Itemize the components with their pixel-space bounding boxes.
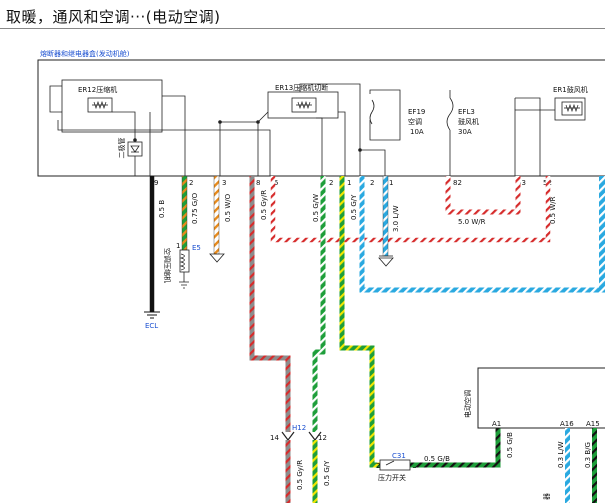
pin-2a: 2 — [189, 179, 193, 187]
compressor-connector: E5 — [192, 244, 201, 252]
c31-desc: 压力开关 — [378, 473, 406, 482]
fuse-efl3-desc: 鼓风机 — [458, 117, 479, 126]
fuse-efl3-icon — [446, 97, 454, 131]
wire-5-0-w-r — [445, 176, 521, 215]
wire-0-3-b-g — [592, 428, 597, 503]
relay-er12-coil — [87, 97, 113, 113]
wire-label-3-0-l-w: 3.0 L/W — [392, 205, 400, 232]
ground-icon-2 — [378, 257, 394, 267]
wire-label-a16: 0.3 L/W — [557, 441, 565, 468]
wire-0-5-g-y — [339, 176, 380, 468]
c31-label: C31 — [392, 452, 406, 460]
relay-er12-label: ER12压缩机 — [78, 85, 117, 94]
partial-label: 器 — [543, 493, 551, 500]
fuse-ef19-name: EF19 — [408, 108, 425, 116]
ground-ecl: ECL — [144, 311, 160, 330]
ac-module-pin-a16: A16 — [560, 420, 574, 428]
relay-er13: ER13压缩机切断 — [267, 83, 339, 119]
pin-2c: 2 — [370, 179, 374, 187]
page-title: 取暖，通风和空调···(电动空调) — [6, 8, 221, 26]
wire-label-c31: 0.5 G/B — [424, 455, 450, 463]
pin-2b: 2 — [329, 179, 333, 187]
pin-9: 9 — [154, 179, 158, 187]
connector-h12: H12 14 12 — [270, 424, 327, 442]
fuse-ef19-icon — [369, 99, 375, 125]
pin-53: 53 — [517, 179, 526, 187]
ac-module-label: 电动空调 — [463, 390, 472, 418]
relay-er12: ER12压缩机 — [61, 79, 163, 133]
wire-label-0-5-gy-r: 0.5 Gy/R — [260, 190, 268, 220]
diode-icon — [130, 145, 140, 153]
pin-8: 8 — [256, 179, 260, 187]
fuse-box-title: 熔断器和继电器盒(发动机舱) — [40, 49, 130, 58]
fuse-efl3: EFL3 鼓风机 30A — [446, 97, 479, 136]
ac-module-pin-a15: A15 — [586, 420, 600, 428]
wire-label-12: 0.5 G/Y — [323, 460, 331, 486]
ground-icon — [209, 253, 225, 263]
wire-label-0-75-g-o: 0.75 G/O — [191, 192, 199, 224]
wire-l-w-to-blower — [359, 176, 605, 293]
pin-82: 82 — [453, 179, 462, 187]
ac-module-pin-a1: A1 — [492, 420, 501, 428]
pin-5: 5 — [274, 179, 278, 187]
compressor-e5: 1 E5 空调压缩机 — [163, 242, 201, 289]
fuse-efl3-name: EFL3 — [458, 108, 475, 116]
wire-label-a1: 0.5 G/B — [506, 432, 514, 458]
compressor-label: 空调压缩机 — [163, 248, 172, 283]
relay-er13-label: ER13压缩机切断 — [275, 83, 328, 92]
title-divider — [0, 28, 605, 29]
ac-module: 电动空调 A1 A16 A15 — [463, 367, 605, 429]
relay-er1-label: ER1鼓风机 — [553, 85, 588, 94]
fuse-efl3-amp: 30A — [458, 128, 472, 136]
fuse-ef19-amp: 10A — [410, 128, 424, 136]
connector-h12-pin12: 12 — [318, 434, 327, 442]
connector-h12-label: H12 — [292, 424, 306, 432]
pin-3: 3 — [222, 179, 226, 187]
relay-er13-coil — [291, 97, 317, 113]
ground-ecl-label: ECL — [145, 322, 158, 330]
wire-0-5-g-w — [312, 176, 326, 432]
diode: 二极管 — [117, 138, 143, 159]
c31-pin2: 2 — [376, 462, 380, 470]
wire-label-a15: 0.3 B/G — [584, 442, 592, 468]
wire-0-75-g-o — [181, 175, 188, 251]
compressor-pin-1: 1 — [176, 242, 180, 250]
pin-1b: 1 — [389, 179, 393, 187]
wire-0-3-l-w — [565, 428, 570, 503]
connector-h12-pin14: 14 — [270, 434, 279, 442]
wire-0-5-w-o — [213, 175, 220, 255]
wire-0-5-gy-r — [249, 176, 291, 432]
wire-label-0-5-w-o: 0.5 W/O — [224, 193, 232, 222]
pin-1a: 1 — [347, 179, 351, 187]
fuse-ef19-desc: 空调 — [408, 117, 422, 126]
wire-3-0-l-w — [382, 175, 389, 257]
wire-label-14: 0.5 Gy/R — [296, 460, 304, 490]
wire-label-0-5-g-y: 0.5 G/Y — [350, 194, 358, 220]
compressor-clutch-icon — [179, 253, 185, 271]
relay-er1-coil — [561, 101, 583, 116]
wire-0-5-g-b — [410, 428, 501, 468]
fuse-ef19: EF19 空调 10A — [369, 89, 425, 141]
wire-right-edge — [599, 176, 605, 290]
wire-label-5-0-w-r: 5.0 W/R — [458, 218, 486, 226]
wire-bus-w-r — [270, 176, 551, 243]
wire-label-0-5-b: 0.5 B — [158, 200, 166, 218]
wire-label-52-w-r: 0.5 W/R — [549, 196, 557, 224]
diode-label: 二极管 — [117, 138, 126, 159]
relay-er1: ER1鼓风机 — [553, 85, 588, 121]
switch-icon — [385, 460, 395, 466]
wire-label-0-5-g-w: 0.5 G/W — [312, 194, 320, 222]
